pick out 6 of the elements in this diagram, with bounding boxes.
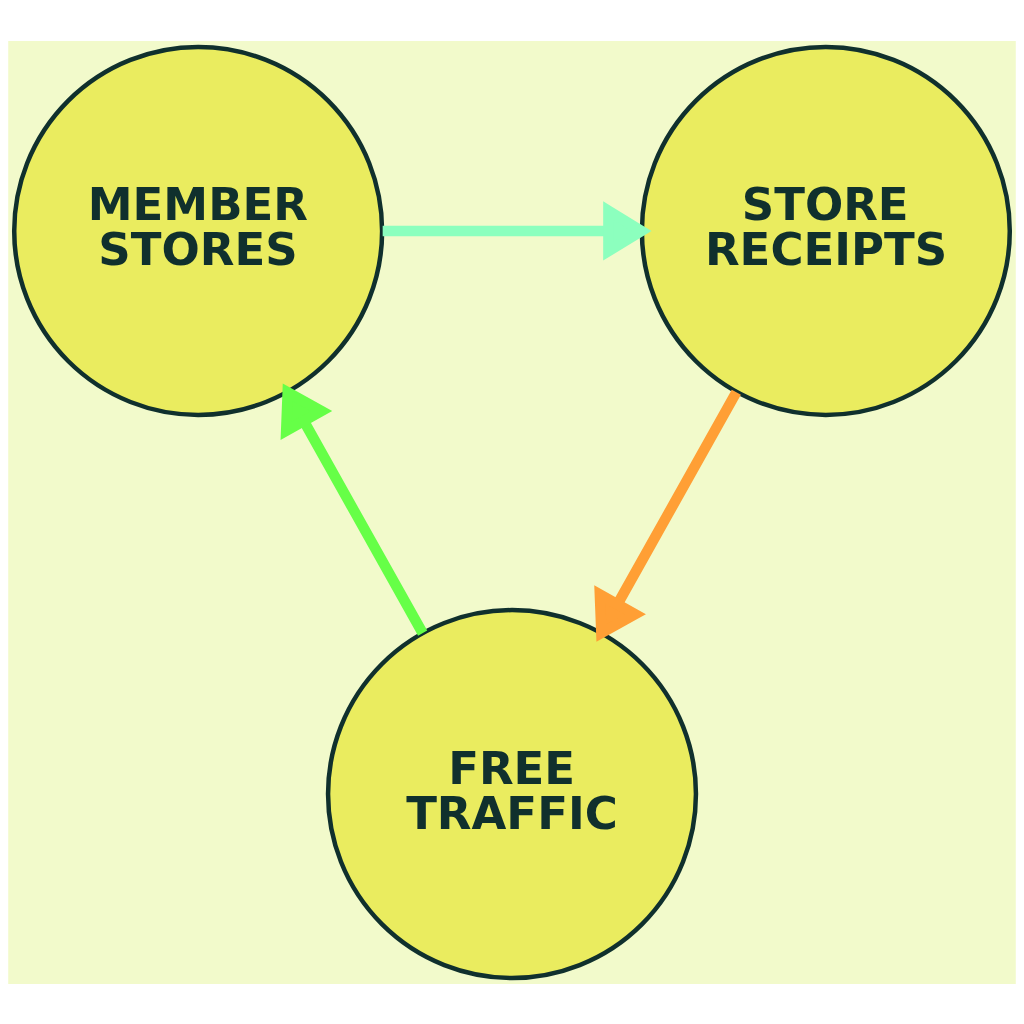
arrow	[280, 382, 428, 636]
node-circle: MEMBER STORES	[11, 44, 385, 417]
node-circle: FREE TRAFFIC	[325, 607, 699, 980]
node-circle: STORE RECEIPTS	[639, 44, 1013, 417]
arrow	[382, 200, 652, 261]
arrow	[594, 389, 741, 642]
